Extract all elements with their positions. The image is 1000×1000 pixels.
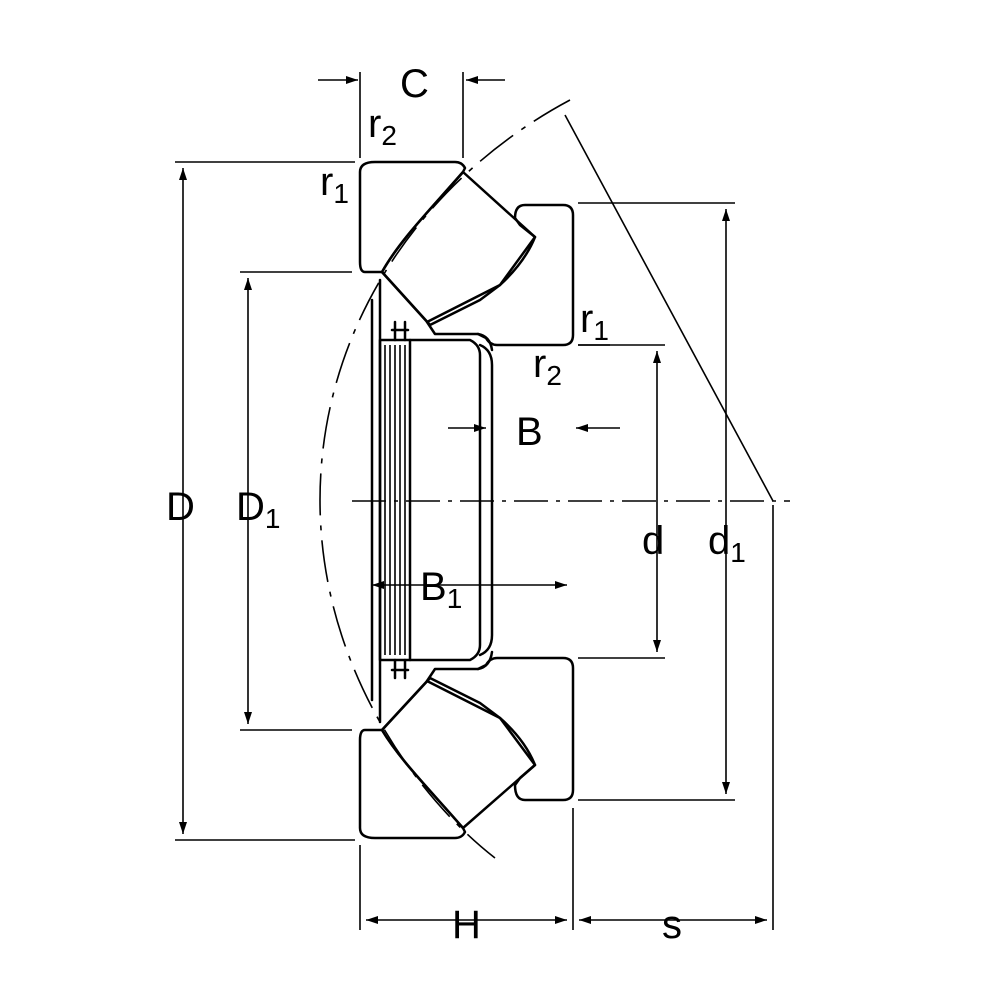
label-C: C (400, 62, 429, 106)
dimension-lines (179, 76, 767, 924)
reference-arc (319, 99, 571, 859)
label-r1-top: r1 (320, 160, 349, 209)
bore (408, 332, 494, 671)
roller-upper (380, 170, 537, 327)
label-r2-mid: r2 (533, 342, 562, 391)
shaft-washer-lower (425, 656, 575, 802)
label-B1: B1 (420, 565, 462, 614)
label-H: H (452, 903, 481, 947)
label-D1: D1 (236, 485, 280, 534)
cage-ring (384, 345, 406, 655)
label-B: B (516, 410, 543, 454)
roller-lower (380, 676, 537, 830)
label-s: s (662, 903, 682, 947)
extension-lines (175, 72, 774, 930)
label-r1-mid: r1 (580, 297, 609, 346)
label-D: D (166, 485, 195, 529)
label-d: d (642, 519, 664, 563)
label-d1: d1 (708, 519, 746, 568)
shaft-washer-upper (425, 203, 575, 347)
housing-washer-lower (358, 728, 467, 840)
housing-washer (358, 160, 467, 274)
cage-pins (390, 320, 410, 680)
label-r2-top: r2 (368, 102, 397, 151)
